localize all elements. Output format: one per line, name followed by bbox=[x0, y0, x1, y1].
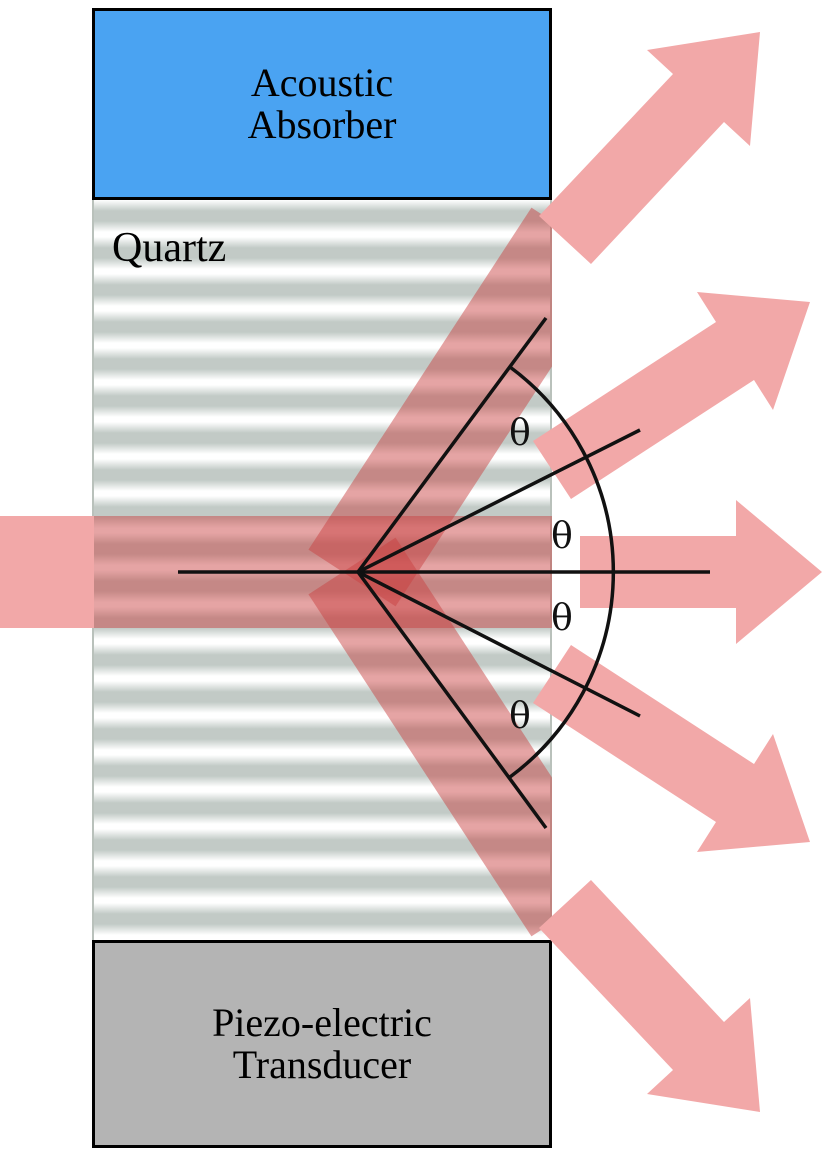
theta-label-2: θ bbox=[551, 516, 573, 557]
diffracted-arrow-up-mid bbox=[533, 292, 810, 499]
diffracted-arrow-down-mid bbox=[533, 645, 810, 852]
quartz-crystal bbox=[92, 200, 552, 940]
incident-beam bbox=[0, 516, 94, 628]
theta-label-3: θ bbox=[551, 598, 573, 639]
absorber-label-line1: Acoustic bbox=[250, 60, 394, 105]
transducer-label-line1: Piezo-electric bbox=[212, 1000, 432, 1045]
diffracted-arrow-down-steep bbox=[539, 880, 760, 1112]
acoustic-absorber-block: Acoustic Absorber bbox=[92, 8, 552, 200]
diffracted-arrow-straight bbox=[580, 500, 822, 644]
diffracted-arrow-up-steep bbox=[539, 32, 760, 264]
transducer-label-line2: Transducer bbox=[232, 1042, 412, 1087]
quartz-label: Quartz bbox=[112, 225, 227, 271]
absorber-label-line2: Absorber bbox=[247, 102, 397, 147]
piezoelectric-transducer-block: Piezo-electric Transducer bbox=[92, 940, 552, 1148]
